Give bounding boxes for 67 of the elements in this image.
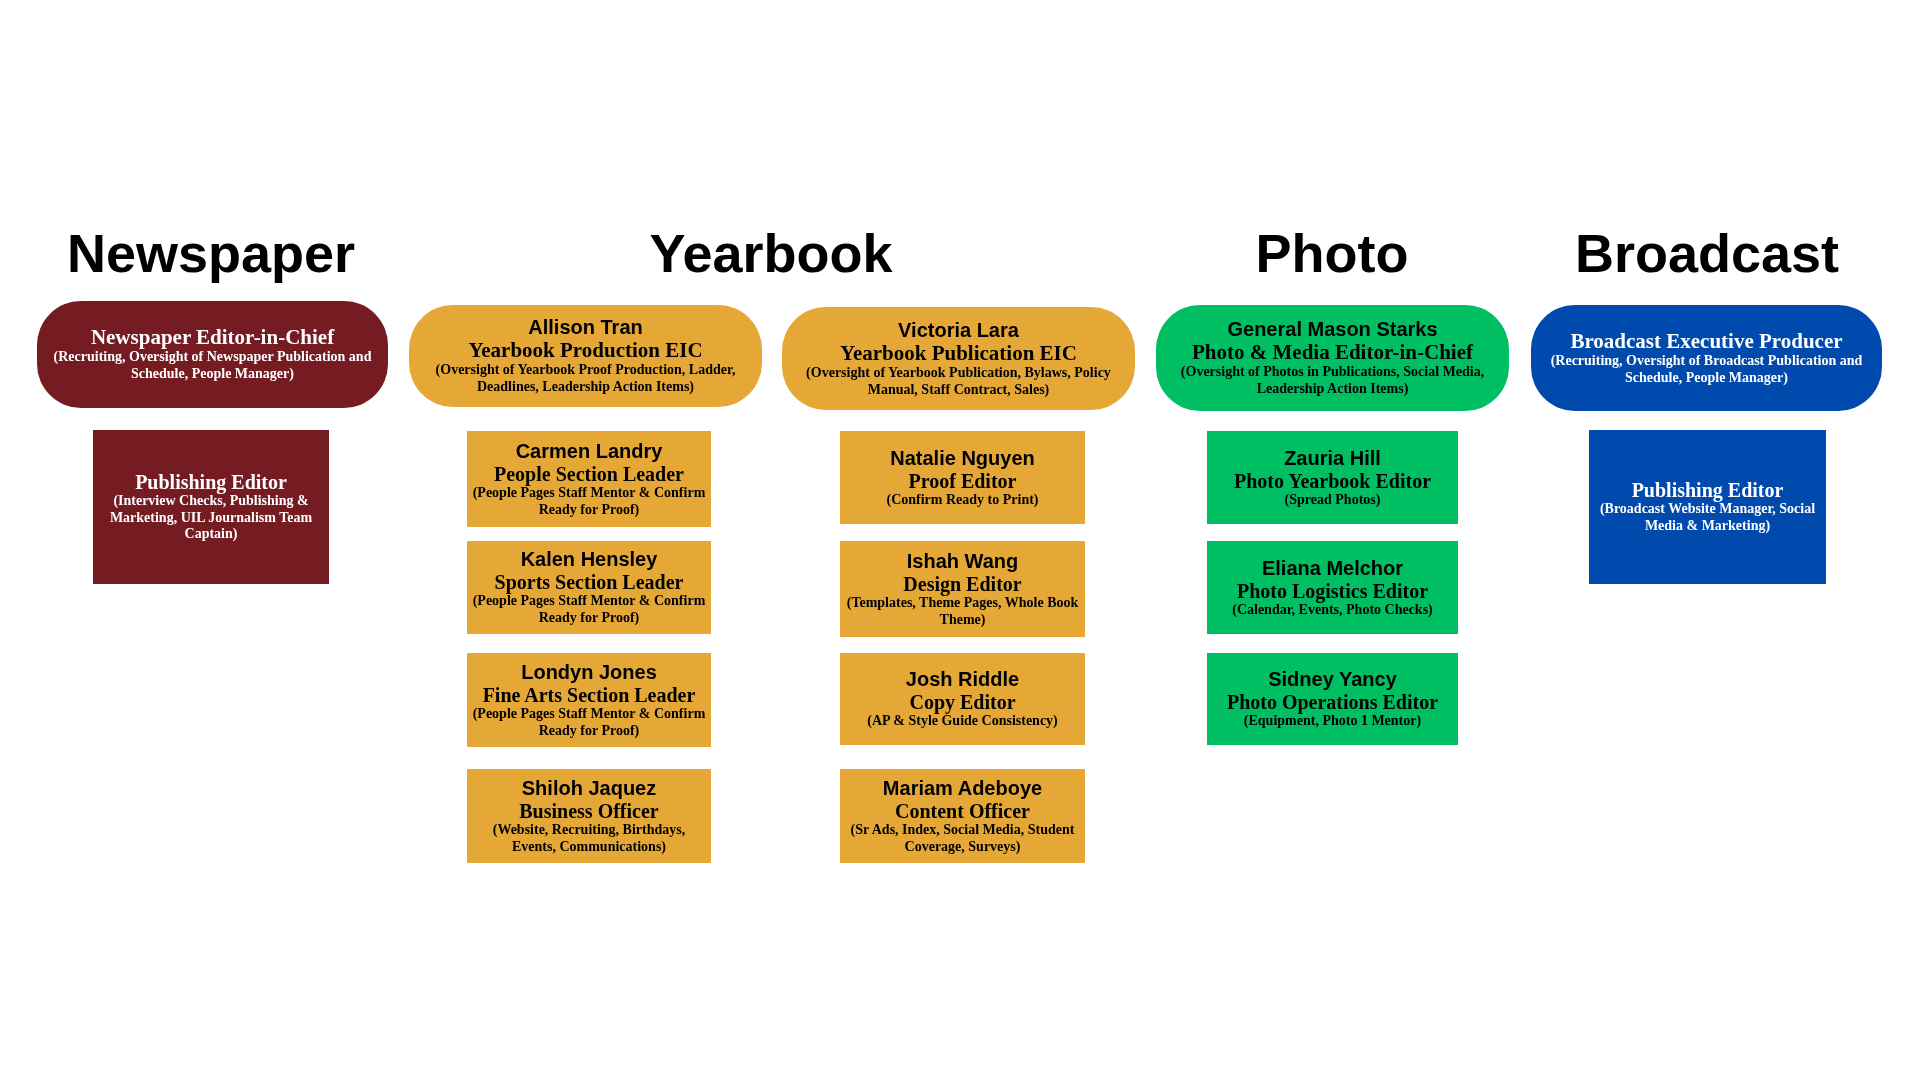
- role-description: (AP & Style Guide Consistency): [867, 713, 1058, 730]
- role-description: (Templates, Theme Pages, Whole Book Theme): [845, 594, 1080, 629]
- person-name: Eliana Melchor: [1261, 556, 1404, 580]
- role-description: (Recruiting, Oversight of Broadcast Publication and Schedule, People Manager): [1549, 352, 1864, 387]
- role-box: [467, 769, 711, 863]
- person-name: Victoria Lara: [898, 318, 1019, 342]
- role-description: (Broadcast Website Manager, Social Media & Marketing): [1598, 501, 1817, 535]
- role-title: Publishing Editor: [1631, 479, 1784, 502]
- role-description: (People Pages Staff Mentor & Confirm Ready for Proof): [471, 593, 707, 627]
- role-box: [840, 769, 1085, 863]
- role-box: [1589, 430, 1826, 584]
- role-title: People Section Leader: [494, 462, 684, 485]
- role-title: Photo Logistics Editor: [1236, 579, 1429, 602]
- role-description: (Oversight of Photos in Publications, Social Media, Leadership Action Items): [1179, 364, 1486, 398]
- role-title: Fine Arts Section Leader: [482, 683, 696, 706]
- role-title: Photo & Media Editor-in-Chief: [1192, 341, 1473, 365]
- column-heading: Yearbook: [649, 222, 893, 284]
- role-title: Yearbook Publication EIC: [840, 341, 1077, 365]
- person-name: Josh Riddle: [905, 668, 1020, 692]
- role-box: [1207, 431, 1458, 524]
- person-name: Natalie Nguyen: [890, 446, 1035, 470]
- role-box: [467, 431, 711, 527]
- person-name: Ishah Wang: [906, 549, 1019, 573]
- role-title: Proof Editor: [908, 469, 1017, 492]
- role-title: Publishing Editor: [135, 470, 287, 493]
- role-title: Design Editor: [903, 572, 1022, 595]
- role-description: (People Pages Staff Mentor & Confirm Ready for Proof): [471, 705, 707, 740]
- column-heading: Broadcast: [1574, 222, 1840, 284]
- role-box: [1207, 653, 1458, 745]
- person-name: Zauria Hill: [1284, 446, 1381, 470]
- column-heading: Newspaper: [66, 222, 356, 284]
- role-description: (Recruiting, Oversight of Newspaper Publication and Schedule, People Manager): [52, 349, 373, 383]
- person-name: Carmen Landry: [515, 439, 663, 463]
- role-title: Photo Yearbook Editor: [1233, 469, 1431, 492]
- role-title: Content Officer: [895, 799, 1030, 822]
- role-box: [840, 653, 1085, 745]
- person-name: Shiloh Jaquez: [521, 776, 657, 800]
- role-description: (Equipment, Photo 1 Mentor): [1243, 713, 1422, 730]
- person-name: Sidney Yancy: [1268, 668, 1397, 692]
- role-title: Broadcast Executive Producer: [1570, 329, 1843, 353]
- role-title: Yearbook Production EIC: [468, 339, 703, 363]
- role-description: (Sr Ads, Index, Social Media, Student Coverage, Surveys): [849, 821, 1076, 856]
- role-box: [840, 431, 1085, 524]
- role-description: (Oversight of Yearbook Proof Production, Ladder, Deadlines, Leadership Action Items): [434, 362, 737, 396]
- person-name: Mariam Adeboye: [882, 776, 1043, 800]
- role-pill: [37, 301, 388, 408]
- role-title: Sports Section Leader: [494, 571, 684, 594]
- role-description: (Confirm Ready to Print): [886, 491, 1039, 509]
- role-pill: [1531, 305, 1882, 411]
- role-title: Photo Operations Editor: [1226, 691, 1439, 714]
- person-name: Allison Tran: [528, 316, 643, 340]
- role-description: (Website, Recruiting, Birthdays, Events, Communications): [491, 821, 687, 856]
- role-pill: [1156, 305, 1509, 411]
- role-box: [467, 541, 711, 634]
- role-description: (Spread Photos): [1284, 491, 1381, 509]
- column-heading: Photo: [1255, 222, 1409, 284]
- role-description: (Oversight of Yearbook Publication, Bylaws, Policy Manual, Staff Contract, Sales): [805, 364, 1112, 399]
- person-name: Londyn Jones: [521, 660, 657, 684]
- person-name: General Mason Starks: [1227, 318, 1438, 342]
- person-name: Kalen Hensley: [520, 548, 658, 572]
- role-title: Newspaper Editor-in-Chief: [90, 326, 335, 350]
- role-box: [1207, 541, 1458, 634]
- role-box: [93, 430, 329, 584]
- role-title: Business Officer: [519, 799, 659, 822]
- role-box: [467, 653, 711, 747]
- role-box: [840, 541, 1085, 637]
- role-title: Copy Editor: [909, 691, 1016, 714]
